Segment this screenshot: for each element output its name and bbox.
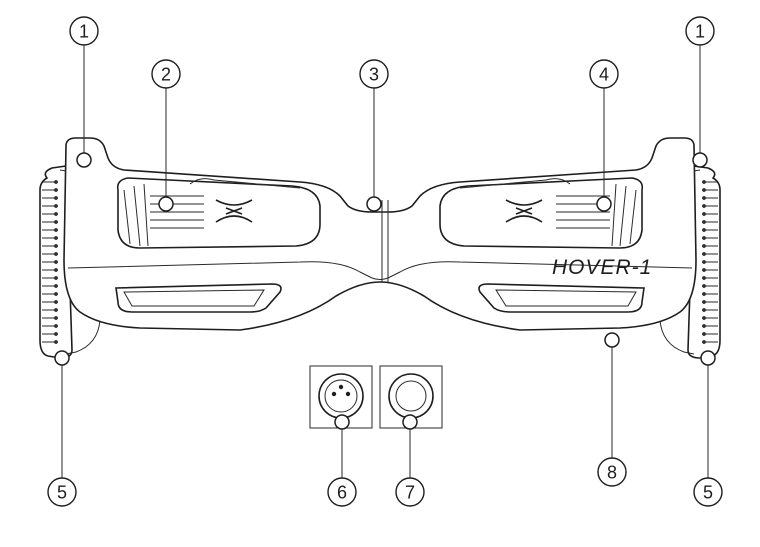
callout-2: 2 (151, 59, 181, 89)
callout-4: 4 (589, 59, 619, 89)
svg-text:1: 1 (79, 22, 89, 42)
leader-lines (61, 45, 709, 478)
svg-text:2: 2 (161, 65, 171, 85)
callout-3: 3 (359, 59, 389, 89)
brand-logo: HOVER-1 (552, 256, 652, 279)
svg-text:5: 5 (703, 483, 713, 503)
charging-port-box (309, 365, 373, 429)
right-foot-pad (439, 177, 644, 249)
svg-text:5: 5 (57, 483, 67, 503)
svg-text:3: 3 (369, 65, 379, 85)
svg-text:7: 7 (405, 483, 415, 503)
svg-text:1: 1 (695, 22, 705, 42)
callout-6: 6 (327, 477, 357, 507)
callout-1-left: 1 (69, 16, 99, 46)
svg-text:6: 6 (337, 483, 347, 503)
callout-7: 7 (395, 477, 425, 507)
callout-8: 8 (597, 457, 627, 487)
light-bars (115, 283, 645, 313)
svg-text:8: 8 (607, 463, 617, 483)
callout-5-left: 5 (47, 477, 77, 507)
callout-dots (54, 152, 716, 430)
callout-1-right: 1 (685, 16, 715, 46)
left-foot-pad (116, 177, 321, 249)
board-body (63, 137, 697, 331)
callout-5-right: 5 (693, 477, 723, 507)
svg-text:4: 4 (599, 65, 609, 85)
